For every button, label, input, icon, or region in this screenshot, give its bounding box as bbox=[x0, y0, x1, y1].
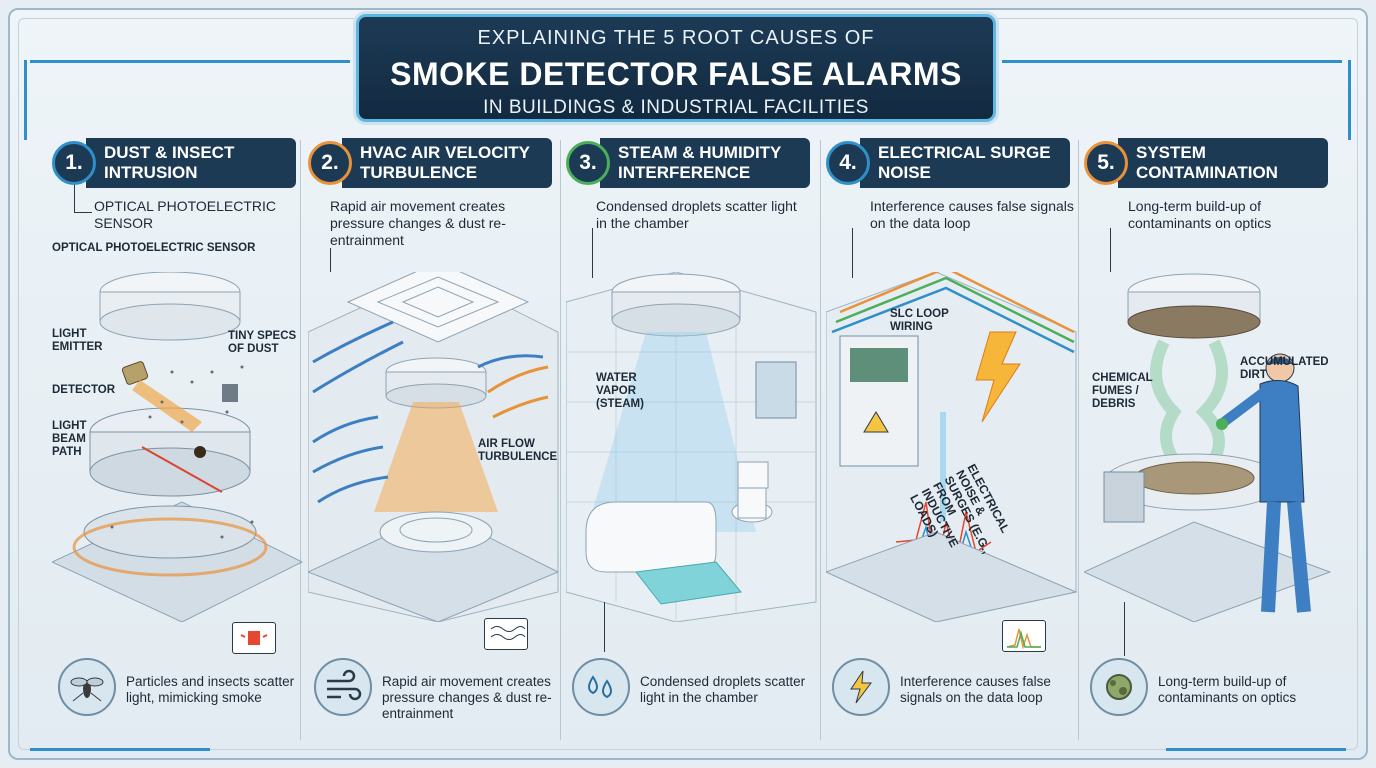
spectrum-chart-icon bbox=[1002, 620, 1046, 652]
dust-sensor-illustration: OPTICAL PHOTOELECTRIC SENSOR LIGHT EMITT… bbox=[50, 242, 310, 623]
cause-number-badge: 4. bbox=[826, 141, 870, 185]
leader-line bbox=[74, 184, 75, 212]
contamination-drawing bbox=[1082, 273, 1332, 623]
callout-chemical-fumes: CHEMICAL FUMES / DEBRIS bbox=[1092, 372, 1153, 410]
cause-description: Condensed droplets scatter light in the … bbox=[596, 198, 797, 231]
cause-number-badge: 3. bbox=[566, 141, 610, 185]
alarm-light-icon bbox=[232, 622, 276, 654]
cause-summary-text: Particles and insects scatter light, mim… bbox=[126, 674, 295, 705]
cause-summary-text: Condensed droplets scatter light in the … bbox=[640, 674, 806, 705]
callout-detector: DETECTOR bbox=[52, 384, 116, 396]
cause-panel-2: 2. HVAC AIR VELOCITY TURBULENCE Rapid ai… bbox=[306, 132, 566, 752]
leader-line bbox=[592, 228, 593, 278]
callout-air-flow: AIR FLOW TURBULENCE bbox=[478, 438, 558, 463]
panel-separator bbox=[300, 140, 301, 740]
cause-header: 3. STEAM & HUMIDITY INTERFERENCE bbox=[566, 136, 810, 190]
cause-summary: Condensed droplets scatter light in the … bbox=[566, 642, 824, 742]
cause-heading: HVAC AIR VELOCITY TURBULENCE bbox=[342, 138, 552, 188]
cause-number-badge: 1. bbox=[52, 141, 96, 185]
hvac-turbulence-illustration: AIR FLOW TURBULENCE bbox=[306, 261, 566, 623]
title-top-line: EXPLAINING THE 5 ROOT CAUSES OF bbox=[477, 27, 875, 49]
accent-vertical-right bbox=[1348, 60, 1351, 140]
panel-separator bbox=[560, 140, 561, 740]
cause-number-badge: 5. bbox=[1084, 141, 1128, 185]
cause-panel-1: 1. DUST & INSECT INTRUSION OPTICAL PHOTO… bbox=[50, 132, 310, 752]
leader-line bbox=[852, 228, 853, 278]
cause-heading: DUST & INSECT INTRUSION bbox=[86, 138, 296, 188]
mosquito-icon bbox=[58, 658, 116, 716]
cause-panel-5: 5. SYSTEM CONTAMINATION Long-term build-… bbox=[1082, 132, 1342, 752]
cause-summary: Rapid air movement creates pressure chan… bbox=[308, 642, 566, 742]
cause-summary: Interference causes false signals on the… bbox=[826, 642, 1084, 742]
cause-header: 2. HVAC AIR VELOCITY TURBULENCE bbox=[308, 136, 552, 190]
cause-summary: Long-term build-up of contaminants on op… bbox=[1084, 642, 1342, 742]
wind-icon bbox=[314, 658, 372, 716]
leader-line bbox=[604, 602, 605, 652]
callout-water-vapor: WATER VAPOR (STEAM) bbox=[596, 372, 644, 410]
cause-description: Rapid air movement creates pressure chan… bbox=[330, 198, 506, 248]
accent-line-bottom-left bbox=[30, 748, 210, 751]
cause-summary: Particles and insects scatter light, mim… bbox=[52, 642, 310, 742]
title-banner: EXPLAINING THE 5 ROOT CAUSES OF SMOKE DE… bbox=[356, 14, 996, 122]
callout-slc-wiring: SLC LOOP WIRING bbox=[890, 308, 949, 333]
cause-heading: SYSTEM CONTAMINATION bbox=[1118, 138, 1328, 188]
contamination-icon bbox=[1090, 658, 1148, 716]
cause-description: Interference causes false signals on the… bbox=[870, 198, 1074, 231]
callout-dust-specs: TINY SPECS OF DUST bbox=[228, 330, 297, 355]
hvac-drawing bbox=[306, 261, 560, 623]
accent-line-left bbox=[30, 60, 350, 63]
bathroom-drawing bbox=[565, 271, 817, 623]
accent-line-bottom-right bbox=[1166, 748, 1346, 751]
sensor-drawing bbox=[50, 271, 304, 623]
cause-heading: STEAM & HUMIDITY INTERFERENCE bbox=[600, 138, 810, 188]
callout-accumulated-dirt: ACCUMULATED DIRT bbox=[1240, 356, 1329, 381]
leader-line bbox=[1124, 602, 1125, 656]
callout-light-beam: LIGHT BEAM PATH bbox=[52, 420, 87, 458]
wave-chart-icon bbox=[484, 618, 528, 650]
cause-header: 1. DUST & INSECT INTRUSION bbox=[52, 136, 296, 190]
lightning-icon bbox=[832, 658, 890, 716]
cause-summary-text: Rapid air movement creates pressure chan… bbox=[382, 674, 552, 721]
cause-summary-text: Interference causes false signals on the… bbox=[900, 674, 1051, 705]
cause-summary-text: Long-term build-up of contaminants on op… bbox=[1158, 674, 1297, 705]
electrical-surge-illustration: SLC LOOP WIRING ELECTRICAL NOISE & SURGE… bbox=[824, 266, 1084, 623]
accent-line-right bbox=[1002, 60, 1342, 63]
cause-description: OPTICAL PHOTOELECTRIC SENSOR bbox=[94, 198, 277, 231]
panel-separator bbox=[1078, 140, 1079, 740]
leader-line bbox=[330, 248, 331, 272]
cause-panel-4: 4. ELECTRICAL SURGE NOISE Interference c… bbox=[824, 132, 1084, 752]
leader-line bbox=[1110, 228, 1111, 272]
cause-heading: ELECTRICAL SURGE NOISE bbox=[860, 138, 1070, 188]
callout-light-emitter: LIGHT EMITTER bbox=[52, 328, 103, 353]
cause-number-badge: 2. bbox=[308, 141, 352, 185]
leader-line bbox=[74, 212, 92, 213]
contamination-maintenance-illustration: CHEMICAL FUMES / DEBRIS ACCUMULATED DIRT bbox=[1082, 272, 1342, 623]
panel-separator bbox=[820, 140, 821, 740]
cause-panel-3: 3. STEAM & HUMIDITY INTERFERENCE Condens… bbox=[565, 132, 824, 752]
cause-header: 5. SYSTEM CONTAMINATION bbox=[1084, 136, 1328, 190]
droplets-icon bbox=[572, 658, 630, 716]
cause-header: 4. ELECTRICAL SURGE NOISE bbox=[826, 136, 1070, 190]
cause-description: Long-term build-up of contaminants on op… bbox=[1128, 198, 1272, 231]
title-main-line: SMOKE DETECTOR FALSE ALARMS bbox=[390, 56, 962, 92]
title-sub-line: IN BUILDINGS & INDUSTRIAL FACILITIES bbox=[483, 97, 869, 118]
accent-vertical-left bbox=[24, 60, 27, 140]
steam-bathroom-illustration: WATER VAPOR (STEAM) bbox=[565, 271, 824, 623]
callout-sensor: OPTICAL PHOTOELECTRIC SENSOR bbox=[52, 242, 256, 254]
